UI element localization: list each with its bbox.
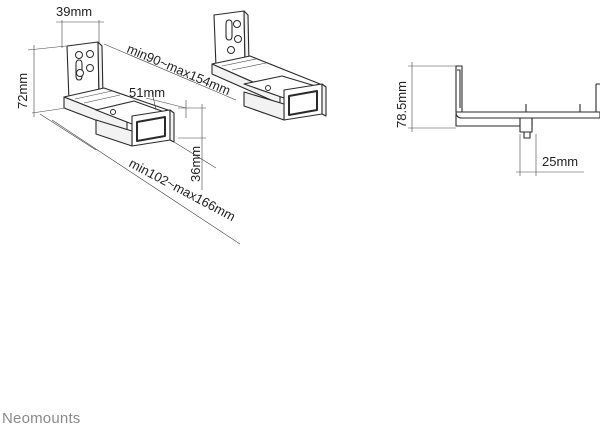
second-bracket-drawing	[211, 10, 327, 121]
dim-height-left: 72mm	[15, 73, 30, 109]
main-bracket-drawing	[63, 41, 175, 147]
dim-side-depth: 25mm	[542, 154, 578, 169]
dim-width-top: 39mm	[56, 4, 92, 19]
side-view-drawing	[455, 65, 600, 139]
main-dimension-lines	[27, 20, 241, 245]
dim-clamp-height: 36mm	[188, 146, 203, 182]
side-dimension-lines	[408, 62, 584, 176]
dim-side-height: 78.5mm	[394, 81, 409, 128]
brand-logo: Neomounts	[2, 410, 81, 427]
dim-clamp-width: 51mm	[129, 85, 165, 100]
dim-overall-range: min102~max166mm	[127, 155, 238, 224]
